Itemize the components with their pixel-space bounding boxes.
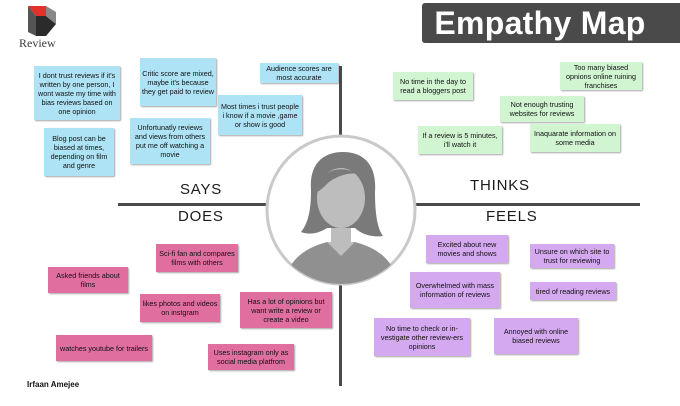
thinks-note: Inaquarate information on some media: [530, 124, 620, 152]
does-note: likes photos and videos on instgram: [140, 294, 220, 322]
says-note: Blog post can be biased at times, depend…: [44, 128, 114, 176]
says-note: Most times i trust people i know if a mo…: [218, 95, 302, 135]
says-label: SAYS: [180, 181, 223, 198]
says-note: Critic score are mixed, maybe it's becau…: [140, 58, 216, 106]
thinks-note: No time in the day to read a bloggers po…: [393, 72, 473, 100]
header: Review Empathy Map: [0, 0, 680, 50]
page-title: Empathy Map: [434, 5, 646, 41]
does-label: DOES: [178, 208, 224, 225]
feels-note: tired of reading reviews: [530, 282, 616, 300]
feels-note: Annoyed with online biased reviews: [494, 318, 578, 354]
says-note: I dont trust reviews if it's written by …: [34, 66, 120, 120]
feels-note: No time to check or in-vestigate other r…: [374, 318, 470, 356]
feels-note: Unsure on which site to trust for review…: [530, 244, 614, 268]
review-logo-icon: [28, 6, 56, 36]
does-note: Asked friends about films: [48, 267, 128, 293]
thinks-label: THINKS: [470, 177, 530, 194]
says-note: Audience scores are most accurate: [260, 63, 338, 83]
says-note: Unfortunatly reviews and views from othe…: [130, 118, 210, 164]
title-bar: Empathy Map: [422, 3, 680, 43]
feels-label: FEELS: [486, 208, 538, 225]
does-note: Sci-fi fan and compares films with other…: [156, 244, 238, 272]
feels-note: Overwhelmed with mass information of rev…: [410, 272, 500, 308]
does-note: Uses instagram only as social media plat…: [208, 344, 294, 370]
does-note: Has a lot of opinions but want write a r…: [240, 292, 332, 328]
does-note: watches youtube for trailers: [56, 335, 152, 361]
thinks-note: If a review is 5 minutes, i'll watch it: [418, 126, 502, 154]
thinks-note: Too many biased opnions online ruining f…: [560, 62, 642, 90]
feels-note: Excited about new movies and shows: [426, 235, 508, 263]
logo-text: Review: [19, 36, 56, 50]
thinks-note: Not enough trusting websites for reviews: [500, 96, 584, 122]
user-avatar-icon: [265, 134, 417, 286]
author-name: Irfaan Amejee: [27, 380, 80, 389]
